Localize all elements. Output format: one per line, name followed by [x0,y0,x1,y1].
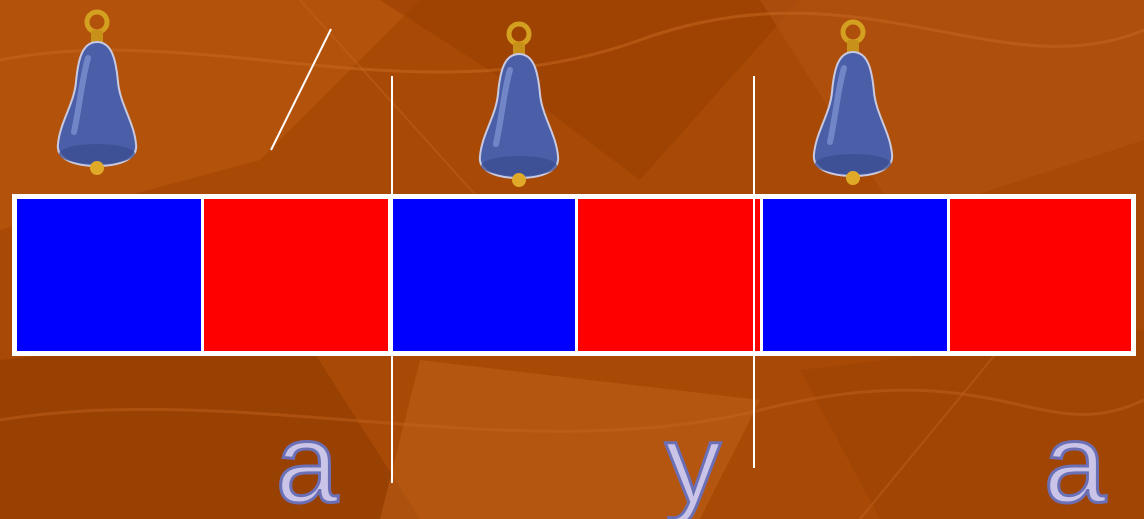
block-blue [17,199,201,351]
block-blue [763,199,947,351]
color-block-strip [12,194,1136,356]
svg-text:y: y [665,401,721,519]
syllable-letter: a [1030,410,1120,510]
block-blue [391,199,575,351]
svg-text:a: a [276,401,339,519]
block-red [578,199,760,351]
syllable-letter: y [648,410,738,510]
bell-icon[interactable] [52,4,142,184]
block-red [950,199,1131,351]
bell-icon[interactable] [474,16,564,196]
svg-text:a: a [1044,401,1107,519]
divider-line [753,76,755,468]
bell-icon[interactable] [808,14,898,194]
block-red [204,199,388,351]
syllable-letter: a [262,410,352,510]
slash-line [265,26,337,156]
divider-line [391,76,393,483]
